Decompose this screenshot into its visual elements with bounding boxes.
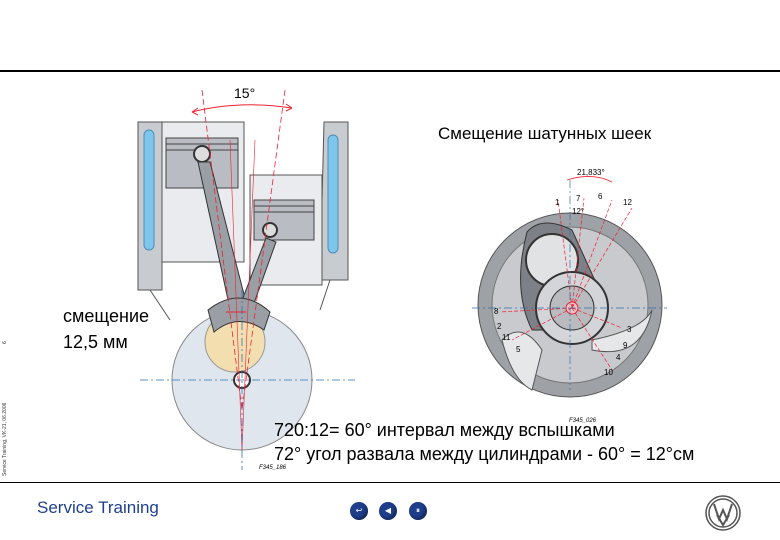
back-icon[interactable]: ◀ bbox=[379, 502, 397, 520]
crank-angle-12: 12° bbox=[572, 207, 585, 216]
vertical-footer-info: Service Training, VK-21, 06.2006 bbox=[2, 402, 8, 476]
crank-number-12: 12 bbox=[623, 198, 632, 207]
crank-number-4: 4 bbox=[616, 353, 621, 362]
crank-number-2: 2 bbox=[497, 322, 502, 331]
home-icon[interactable]: ↩ bbox=[350, 502, 368, 520]
offset-label-line2: 12,5 мм bbox=[63, 332, 128, 352]
pause-icon[interactable]: ⏸ bbox=[409, 502, 427, 520]
crank-number-8: 8 bbox=[494, 307, 499, 316]
right-figure-title: Смещение шатунных шеек bbox=[438, 124, 652, 143]
crank-number-3: 3 bbox=[627, 325, 632, 334]
caption-line-2: 72° угол развала между цилиндрами - 60° … bbox=[274, 444, 695, 464]
left-angle-label: 15° bbox=[234, 85, 256, 101]
crank-number-11: 11 bbox=[502, 333, 511, 342]
crank-number-5: 5 bbox=[516, 345, 521, 354]
left-figure-code: F345_186 bbox=[259, 465, 287, 471]
right-figure-code: F345_026 bbox=[569, 418, 597, 424]
footer-brand: Service Training bbox=[37, 498, 159, 517]
crank-number-7: 7 bbox=[576, 194, 581, 203]
crank-number-9: 9 bbox=[623, 341, 628, 350]
header-divider bbox=[0, 70, 780, 72]
vw-logo bbox=[705, 495, 741, 531]
offset-label-line1: смещение bbox=[63, 306, 150, 326]
crank-number-10: 10 bbox=[604, 368, 613, 377]
crank-number-6: 6 bbox=[598, 192, 603, 201]
piston-diagram bbox=[137, 89, 355, 470]
page-number: 6 bbox=[2, 341, 8, 344]
crank-number-1: 1 bbox=[555, 198, 560, 207]
crankshaft-diagram bbox=[472, 176, 667, 398]
caption-line-1: 720:12= 60° интервал между вспышками bbox=[274, 420, 615, 440]
crank-angle-label: 21,833° bbox=[577, 168, 605, 177]
footer-divider bbox=[0, 482, 780, 483]
